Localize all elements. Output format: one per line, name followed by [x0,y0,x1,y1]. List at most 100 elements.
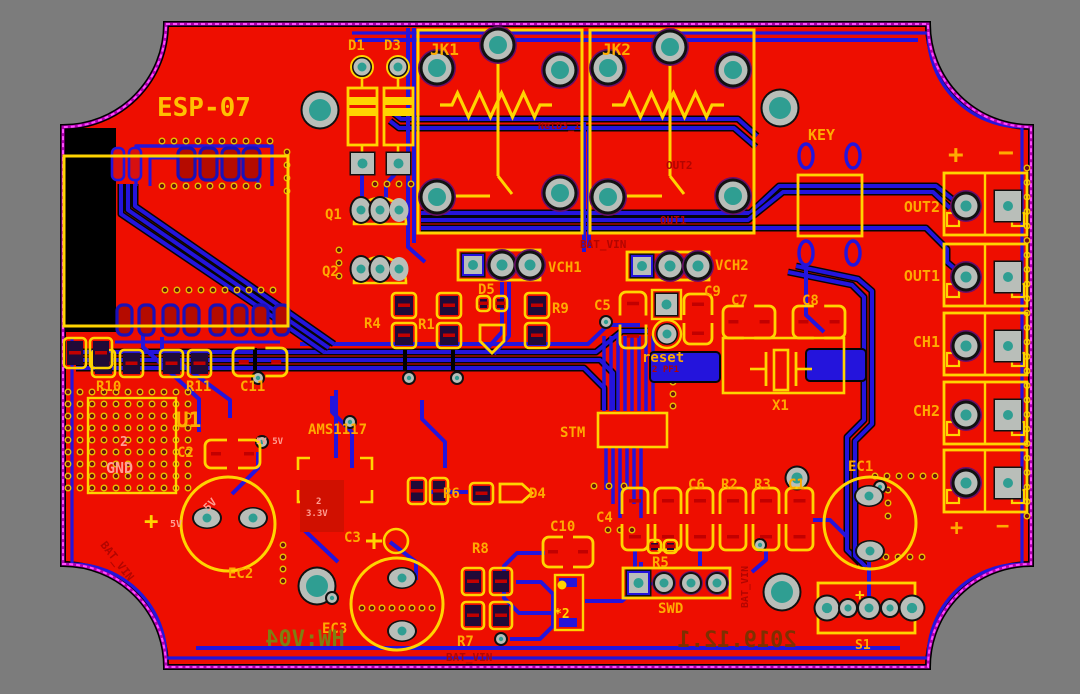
label-c2[interactable]: C2 [177,445,194,461]
label-d1[interactable]: D1 [348,38,365,54]
terminal-block-ch2[interactable] [942,380,1029,446]
label-2[interactable]: 2 [316,497,321,507]
label--[interactable]: + [855,585,865,604]
label-ec2[interactable]: EC2 [228,566,253,582]
transistor-footprint[interactable] [349,255,409,285]
label-q1[interactable]: Q1 [325,207,342,223]
electrolytic-cap[interactable] [179,475,277,573]
swd-header[interactable] [621,566,732,600]
label-netd3-1[interactable]: NetD3_1 [538,121,580,132]
vch-connector[interactable] [456,248,546,282]
label-5v-5v[interactable]: 5V 5V [256,437,284,447]
label-r1[interactable]: R1 [418,317,435,333]
label-c1[interactable]: C1 [788,477,805,493]
label-d4[interactable]: D4 [529,486,546,502]
label-out2[interactable]: OUT2 [904,198,940,216]
relay-jk1[interactable] [416,26,584,235]
label-2019-12-1[interactable]: 2019.12.1 [677,628,796,653]
electrolytic-cap[interactable] [349,556,445,652]
diode-footprint[interactable] [382,55,415,176]
stm-chip-outline[interactable] [596,411,669,449]
label-c8[interactable]: C8 [802,293,819,309]
label-bat-vin[interactable]: BAT_VIN [446,651,492,664]
label-ch1[interactable]: CH1 [913,333,940,351]
label--2[interactable]: *2 [554,607,570,622]
terminal-block-aux[interactable] [942,448,1029,514]
label-jk1[interactable]: JK1 [430,40,459,59]
reset-button[interactable] [650,288,683,350]
label--[interactable]: − [996,514,1009,539]
terminal-block-out1[interactable] [942,242,1029,308]
label-r6[interactable]: R6 [443,486,460,502]
label-r11[interactable]: R11 [186,379,211,395]
label-swd[interactable]: SWD [658,601,683,617]
esp07-module[interactable] [62,146,291,337]
label-ec1[interactable]: EC1 [848,459,873,475]
label-c4[interactable]: C4 [596,510,613,526]
label-hw-v04[interactable]: HW:V04 [265,627,344,652]
label-r3[interactable]: R3 [754,477,771,493]
label-r4[interactable]: R4 [364,316,381,332]
vch-connector[interactable] [625,250,714,282]
label-vch1[interactable]: VCH1 [548,260,582,276]
label-gnd[interactable]: GND [106,459,133,477]
label-ec3[interactable]: EC3 [322,621,347,637]
label-2[interactable]: 2 [120,435,128,450]
diode-footprint[interactable] [346,55,379,176]
cap-c3-footprint[interactable] [366,527,410,555]
label-out1[interactable]: OUT1 [660,214,687,227]
label-esp-07[interactable]: ESP-07 [157,93,251,123]
label-out2[interactable]: OUT2 [666,159,693,172]
label--[interactable]: + [950,516,963,541]
label-q2[interactable]: Q2 [322,264,339,280]
s1-connector[interactable] [813,581,926,635]
terminal-blocks[interactable] [942,171,1029,514]
label-s1[interactable]: S1 [855,638,871,653]
label-jk2[interactable]: JK2 [602,40,631,59]
label-d3[interactable]: D3 [384,38,401,54]
label-key[interactable]: KEY [808,126,835,144]
label-c7[interactable]: C7 [731,293,748,309]
terminal-block-out2[interactable] [942,171,1029,237]
label-reset[interactable]: reset [642,350,684,366]
u1-outline[interactable] [86,396,178,495]
label--[interactable]: + [144,507,158,535]
label-ams1117[interactable]: AMS1117 [308,422,367,438]
label-r2[interactable]: R2 [721,477,738,493]
label-bat-vin[interactable]: BAT_VIN [740,566,751,608]
label-bat-vin[interactable]: BAT_VIN [580,238,626,251]
label-5v[interactable]: 5V [170,519,182,530]
label-c11[interactable]: C11 [240,379,265,395]
prog-pads[interactable] [553,573,585,632]
label-2-pf1[interactable]: 2 PF1 [652,365,679,375]
label-c3[interactable]: C3 [344,530,361,546]
label-stm[interactable]: STM [560,425,585,441]
label-d5[interactable]: D5 [478,282,495,298]
label-out1[interactable]: OUT1 [904,267,940,285]
passive-footprints[interactable] [62,290,847,631]
label--[interactable]: − [998,138,1014,168]
label-vch2[interactable]: VCH2 [715,258,749,274]
electrolytic-cap[interactable] [822,475,918,571]
label-c5[interactable]: C5 [594,298,611,314]
label-ch2[interactable]: CH2 [913,402,940,420]
ams1117-footprint[interactable] [296,456,374,532]
label-r7[interactable]: R7 [457,634,474,650]
label-r9[interactable]: R9 [552,301,569,317]
label--[interactable]: + [948,140,964,170]
terminal-block-ch1[interactable] [942,311,1029,377]
label-3-3v[interactable]: 3.3V [306,509,328,519]
label-r10[interactable]: R10 [96,379,121,395]
diode-d4-footprint[interactable] [498,482,535,504]
label-c6[interactable]: C6 [688,477,705,493]
label-c9[interactable]: C9 [704,284,721,300]
label-c10[interactable]: C10 [550,519,575,535]
relay-jk2[interactable] [588,28,756,235]
label-x1[interactable]: X1 [772,398,789,414]
label-u1[interactable]: U1 [176,408,201,432]
label-r5[interactable]: R5 [652,555,669,571]
transistor-footprint[interactable] [349,196,409,226]
key-switch[interactable] [796,142,864,267]
